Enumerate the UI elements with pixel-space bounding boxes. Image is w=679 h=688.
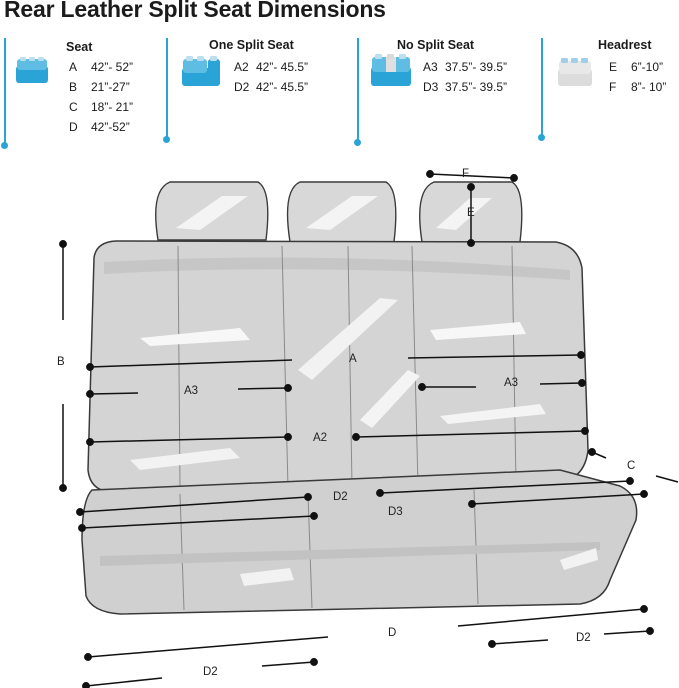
dimension-label-d2-right: D2 — [576, 632, 591, 644]
legend-divider-dot — [538, 134, 545, 141]
dimension-label-d: D — [388, 627, 397, 639]
seat-backrest — [87, 240, 589, 493]
headrest-left — [155, 181, 269, 241]
dimension-label-d2-top: D2 — [333, 491, 348, 503]
dimension-lines — [59, 170, 679, 688]
legend-divider — [166, 38, 168, 138]
seat-dimension-diagram — [59, 170, 679, 688]
headrest-seat-icon — [558, 58, 592, 86]
one-split-seat-icon — [182, 56, 220, 86]
dimension-label-b: B — [57, 356, 65, 368]
dimension-label-d3: D3 — [388, 506, 403, 518]
legend-divider-dot — [1, 142, 8, 149]
dimension-label-a2: A2 — [313, 432, 328, 444]
no-split-seat-icon — [371, 54, 411, 86]
legend-divider — [357, 38, 359, 141]
dimension-label-f: F — [462, 168, 470, 180]
seat-cushion — [81, 469, 638, 615]
legend-divider-dot — [163, 136, 170, 143]
legend-heading-one-split: One Split Seat — [209, 38, 294, 52]
legend-heading-headrest: Headrest — [598, 38, 652, 52]
headrest-center — [286, 181, 397, 243]
dimension-label-e: E — [467, 207, 475, 219]
page-title: Rear Leather Split Seat Dimensions — [4, 0, 386, 22]
legend-divider — [541, 38, 543, 136]
dimension-label-a3-right: A3 — [504, 377, 519, 389]
dimension-label-a3-left: A3 — [184, 385, 199, 397]
dimension-label-a: A — [349, 353, 357, 365]
dimension-label-d2-bottom: D2 — [203, 666, 218, 678]
dimension-label-c: C — [627, 460, 636, 472]
legend-heading-no-split: No Split Seat — [397, 38, 475, 52]
legend-divider-dot — [354, 139, 361, 146]
legend-divider — [4, 38, 6, 144]
legend-heading-seat: Seat — [66, 40, 93, 54]
seat-icon — [16, 57, 48, 83]
